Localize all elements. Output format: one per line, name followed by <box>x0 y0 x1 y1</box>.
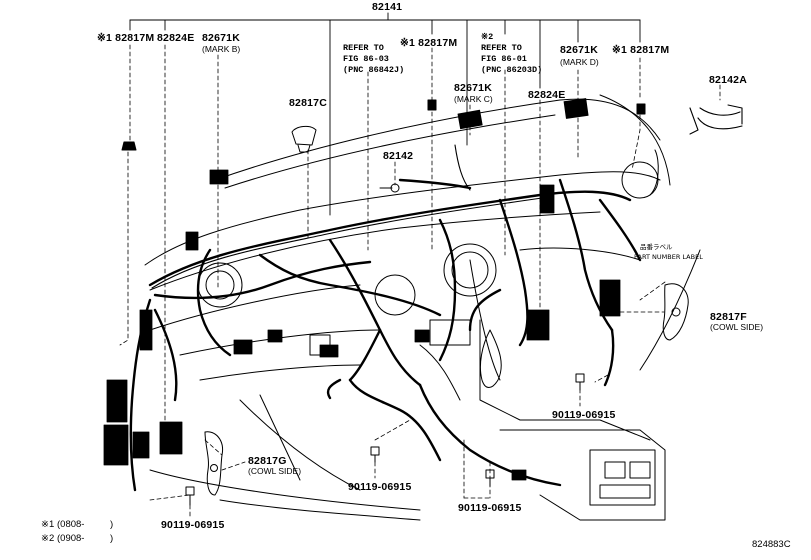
connector-blocks <box>103 98 621 481</box>
ref-fig-86-01-mark: ※2 <box>481 32 494 42</box>
cowl-side-f-label: (COWL SIDE) <box>710 322 764 332</box>
callout-82817f: 82817F <box>710 311 747 323</box>
callout-82817g: 82817G <box>248 455 287 467</box>
clips-and-brackets <box>121 99 689 496</box>
callout-82142a: 82142A <box>709 74 747 86</box>
mark-c-label: (MARK C) <box>454 94 493 104</box>
ref-fig-86-03-line2: FIG 86-03 <box>343 54 389 64</box>
dashboard-body-outline <box>144 94 701 521</box>
leader-lines <box>119 44 721 519</box>
wire-harness-bundles <box>129 178 642 492</box>
footnote-1-text: (0808- <box>57 519 85 530</box>
callout-82671k-mark-b: 82671K <box>202 32 240 44</box>
callout-82817c: 82817C <box>289 97 327 109</box>
callout-82824e-right: 82824E <box>528 89 566 101</box>
callout-82671k-mark-d: 82671K <box>560 44 598 56</box>
mark-d-label: (MARK D) <box>560 57 599 67</box>
mark-b-label: (MARK B) <box>202 44 241 54</box>
ref-fig-86-01-line1: REFER TO <box>481 43 522 53</box>
ref-fig-86-03-line3: (PNC 86842J) <box>343 65 405 75</box>
callout-82817m-right: ※1 82817M <box>612 44 670 56</box>
bolts <box>185 373 585 506</box>
ref-fig-86-01-line2: FIG 86-01 <box>481 54 527 64</box>
wire-harness-thin <box>151 104 743 289</box>
cowl-side-g-label: (COWL SIDE) <box>248 466 302 476</box>
ref-fig-86-01-line3: (PNC 86203D) <box>481 65 543 75</box>
callout-82142: 82142 <box>383 150 414 162</box>
footnote-2-mark: ※2 <box>41 533 55 544</box>
footnote-2-text: (0908- <box>57 533 85 544</box>
ref-fig-86-03-line1: REFER TO <box>343 43 384 53</box>
callout-82824e-left: 82824E <box>157 32 195 44</box>
callout-bracket-82141 <box>129 12 641 216</box>
callout-90119-06915-center: 90119-06915 <box>348 481 412 493</box>
footnote-1-mark: ※1 <box>41 519 55 530</box>
drawing-id: 824883C <box>752 539 791 550</box>
callout-90119-06915-left: 90119-06915 <box>161 519 225 531</box>
part-number-label-jp: 品番ラベル <box>640 243 673 251</box>
part-number-label-en: PART NUMBER LABEL <box>634 253 703 261</box>
footnote-1-close: ) <box>110 519 114 530</box>
callout-82817m-center: ※1 82817M <box>400 37 458 49</box>
callout-90119-06915-lower: 90119-06915 <box>458 502 522 514</box>
callout-82671k-mark-c: 82671K <box>454 82 492 94</box>
callout-82141: 82141 <box>372 1 403 13</box>
callout-90119-06915-right: 90119-06915 <box>552 409 616 421</box>
footnote-2-close: ) <box>110 533 114 544</box>
callout-82817m-left: ※1 82817M <box>97 32 155 44</box>
